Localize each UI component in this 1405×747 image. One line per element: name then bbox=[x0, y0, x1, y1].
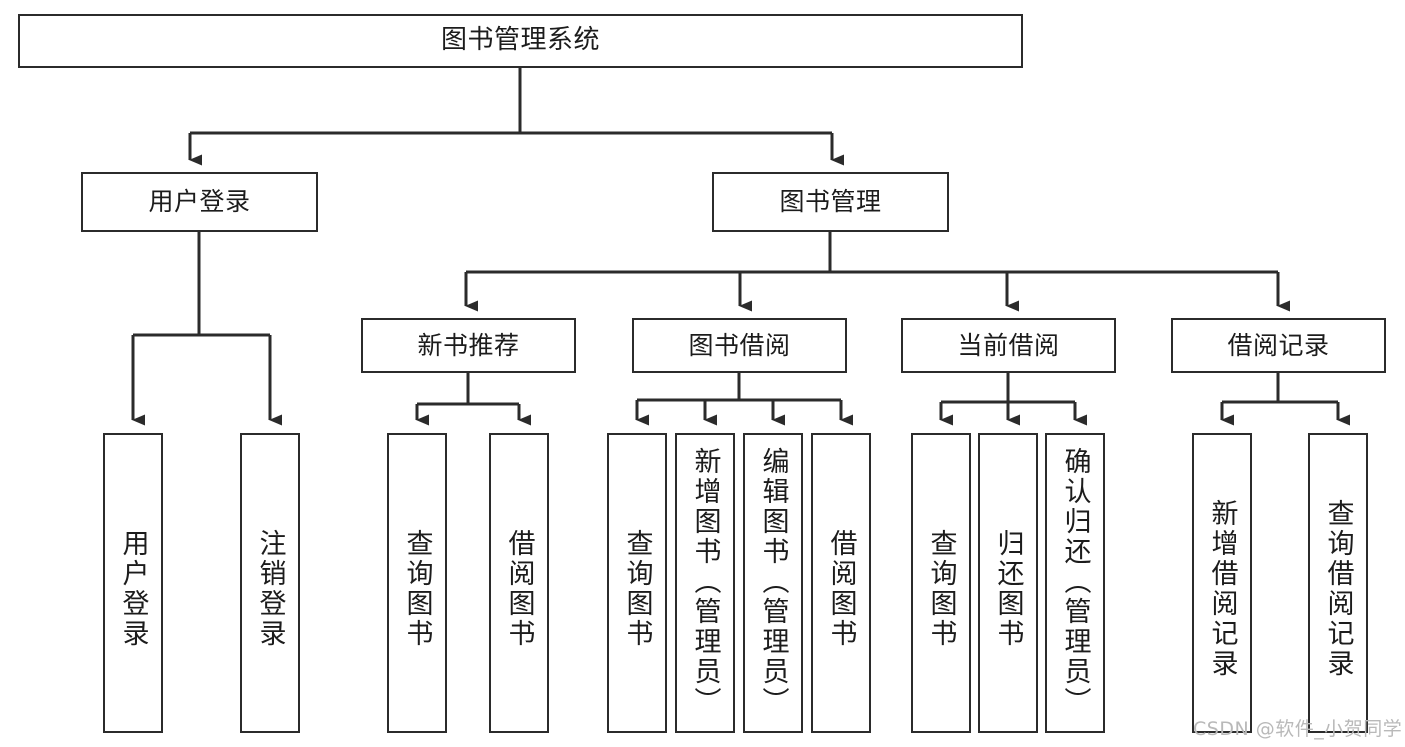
node-borrow-record-label: 借阅记录 bbox=[1227, 330, 1330, 360]
node-leaf-confirm-return[interactable]: 确认归还（管理员） bbox=[1045, 433, 1105, 733]
node-leaf-add-record[interactable]: 新增借阅记录 bbox=[1192, 433, 1252, 733]
node-root[interactable]: 图书管理系统 bbox=[18, 14, 1023, 68]
node-leaf-edit-book[interactable]: 编辑图书（管理员） bbox=[743, 433, 803, 733]
node-leaf-user-login[interactable]: 用户登录 bbox=[103, 433, 163, 733]
node-book-borrow-label: 图书借阅 bbox=[688, 330, 791, 360]
node-leaf-query-book-2-label: 查询图书 bbox=[621, 529, 653, 649]
csdn-watermark: CSDN @软件_小贺同学 bbox=[1193, 718, 1403, 740]
node-leaf-return-book-label: 归还图书 bbox=[992, 529, 1024, 649]
node-user-login-label: 用户登录 bbox=[148, 187, 251, 216]
node-leaf-query-record-label: 查询借阅记录 bbox=[1322, 499, 1354, 679]
node-leaf-add-record-label: 新增借阅记录 bbox=[1206, 499, 1238, 679]
node-new-book-recommend-label: 新书推荐 bbox=[417, 330, 520, 360]
node-new-book-recommend[interactable]: 新书推荐 bbox=[361, 318, 576, 373]
node-leaf-query-book-3[interactable]: 查询图书 bbox=[911, 433, 971, 733]
node-leaf-add-book-label: 新增图书（管理员） bbox=[689, 447, 721, 717]
node-leaf-query-book-1[interactable]: 查询图书 bbox=[387, 433, 447, 733]
node-leaf-query-book-1-label: 查询图书 bbox=[401, 529, 433, 649]
node-leaf-logout[interactable]: 注销登录 bbox=[240, 433, 300, 733]
node-leaf-add-book[interactable]: 新增图书（管理员） bbox=[675, 433, 735, 733]
node-root-label: 图书管理系统 bbox=[440, 25, 600, 56]
node-current-borrow-label: 当前借阅 bbox=[957, 330, 1060, 360]
node-leaf-borrow-book-2[interactable]: 借阅图书 bbox=[811, 433, 871, 733]
node-book-manage-label: 图书管理 bbox=[779, 187, 882, 216]
node-leaf-return-book[interactable]: 归还图书 bbox=[978, 433, 1038, 733]
node-leaf-borrow-book-1[interactable]: 借阅图书 bbox=[489, 433, 549, 733]
node-leaf-borrow-book-1-label: 借阅图书 bbox=[503, 529, 535, 649]
node-leaf-confirm-return-label: 确认归还（管理员） bbox=[1059, 447, 1091, 717]
node-leaf-user-login-label: 用户登录 bbox=[117, 529, 149, 649]
node-user-login[interactable]: 用户登录 bbox=[81, 172, 318, 232]
node-leaf-query-book-3-label: 查询图书 bbox=[925, 529, 957, 649]
node-book-manage[interactable]: 图书管理 bbox=[712, 172, 949, 232]
node-current-borrow[interactable]: 当前借阅 bbox=[901, 318, 1116, 373]
node-leaf-query-book-2[interactable]: 查询图书 bbox=[607, 433, 667, 733]
node-leaf-logout-label: 注销登录 bbox=[254, 529, 286, 649]
node-borrow-record[interactable]: 借阅记录 bbox=[1171, 318, 1386, 373]
node-book-borrow[interactable]: 图书借阅 bbox=[632, 318, 847, 373]
node-leaf-query-record[interactable]: 查询借阅记录 bbox=[1308, 433, 1368, 733]
node-leaf-borrow-book-2-label: 借阅图书 bbox=[825, 529, 857, 649]
node-leaf-edit-book-label: 编辑图书（管理员） bbox=[757, 447, 789, 717]
